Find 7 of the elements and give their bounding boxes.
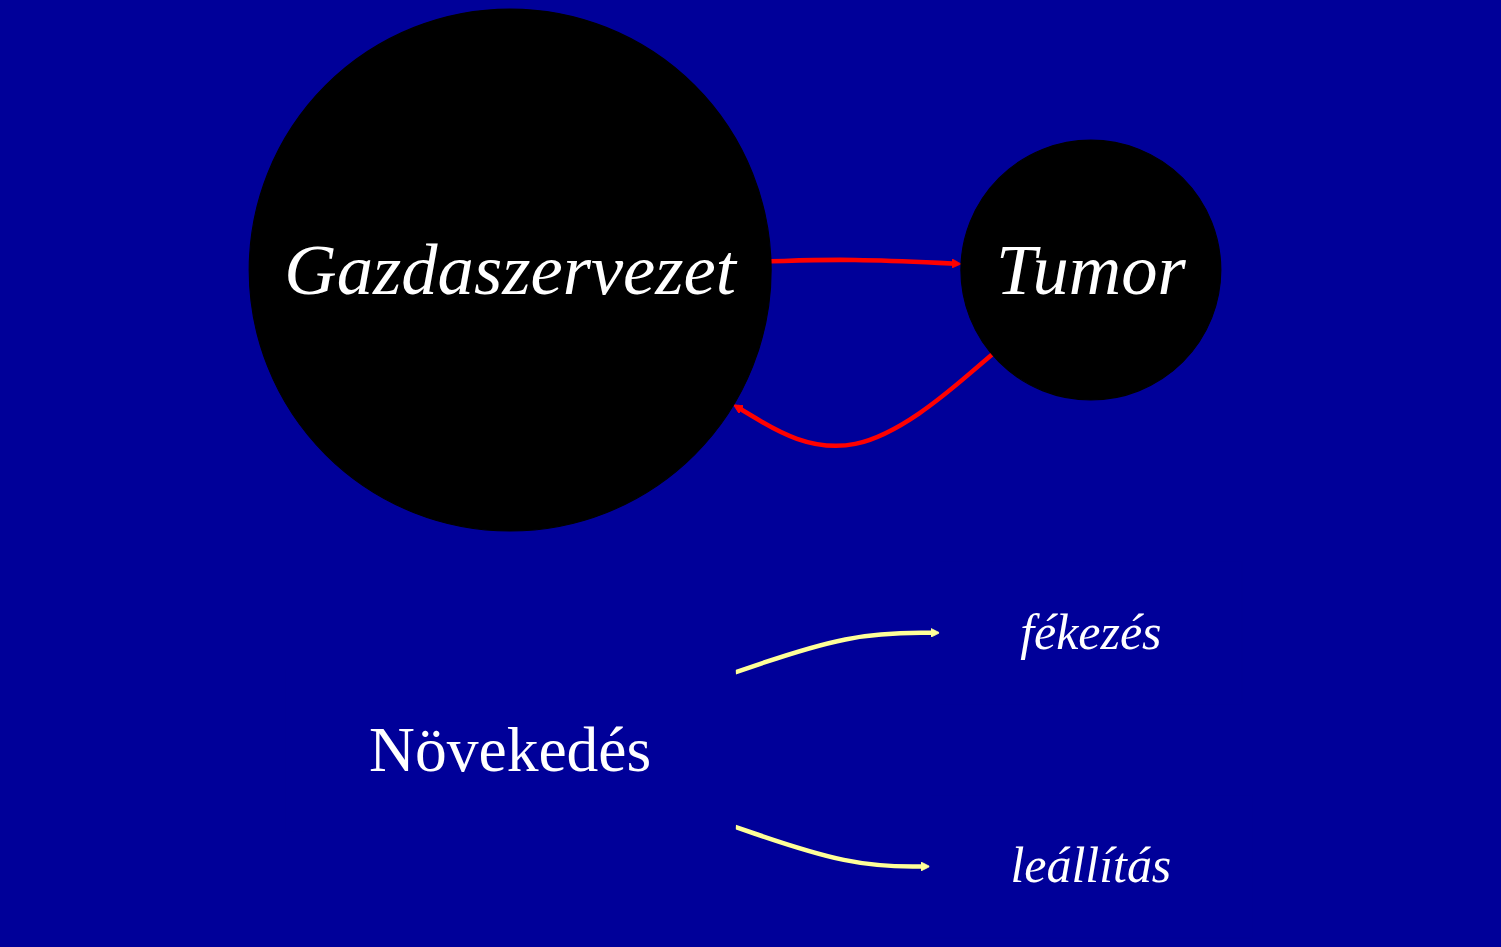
node-text: leállítás <box>1010 838 1172 894</box>
arrow <box>733 352 994 449</box>
arrow <box>770 257 962 269</box>
node-text: fékezés <box>1020 604 1162 661</box>
node-text: Növekedés <box>369 714 652 785</box>
node-circle: Gazdaszervezet <box>248 8 772 532</box>
node-circle: Tumor <box>960 139 1222 401</box>
